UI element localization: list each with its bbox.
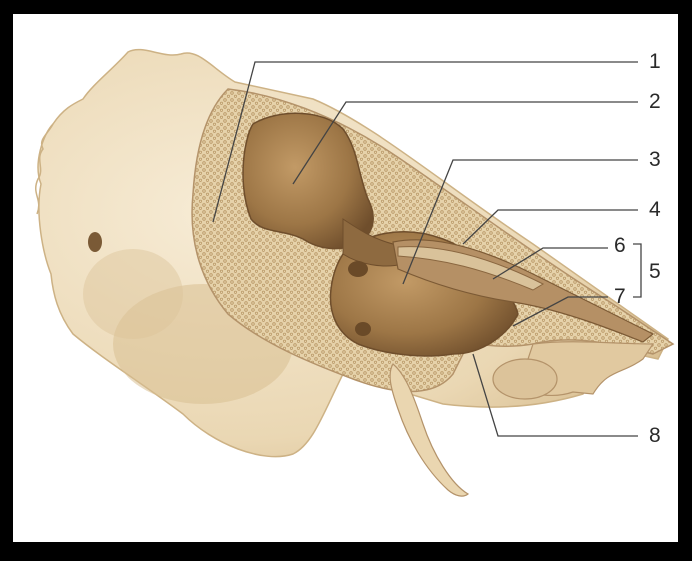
bracket-5: [633, 244, 641, 297]
inferior-bulge: [493, 359, 557, 399]
label-7: 7: [614, 286, 626, 307]
label-6: 6: [614, 235, 626, 256]
label-3: 3: [649, 149, 661, 170]
label-2: 2: [649, 91, 661, 112]
label-5: 5: [649, 261, 661, 282]
bone-foramen: [88, 232, 102, 252]
cavity-opening-1: [348, 261, 368, 277]
label-4: 4: [649, 199, 661, 220]
ear-cross-section-illustration: [13, 14, 678, 542]
cavity-opening-2: [355, 322, 371, 336]
label-1: 1: [649, 51, 661, 72]
bone-shadow-2: [83, 249, 183, 339]
figure-frame: 1 2 3 4 6 5 7 8: [13, 14, 678, 542]
label-8: 8: [649, 425, 661, 446]
